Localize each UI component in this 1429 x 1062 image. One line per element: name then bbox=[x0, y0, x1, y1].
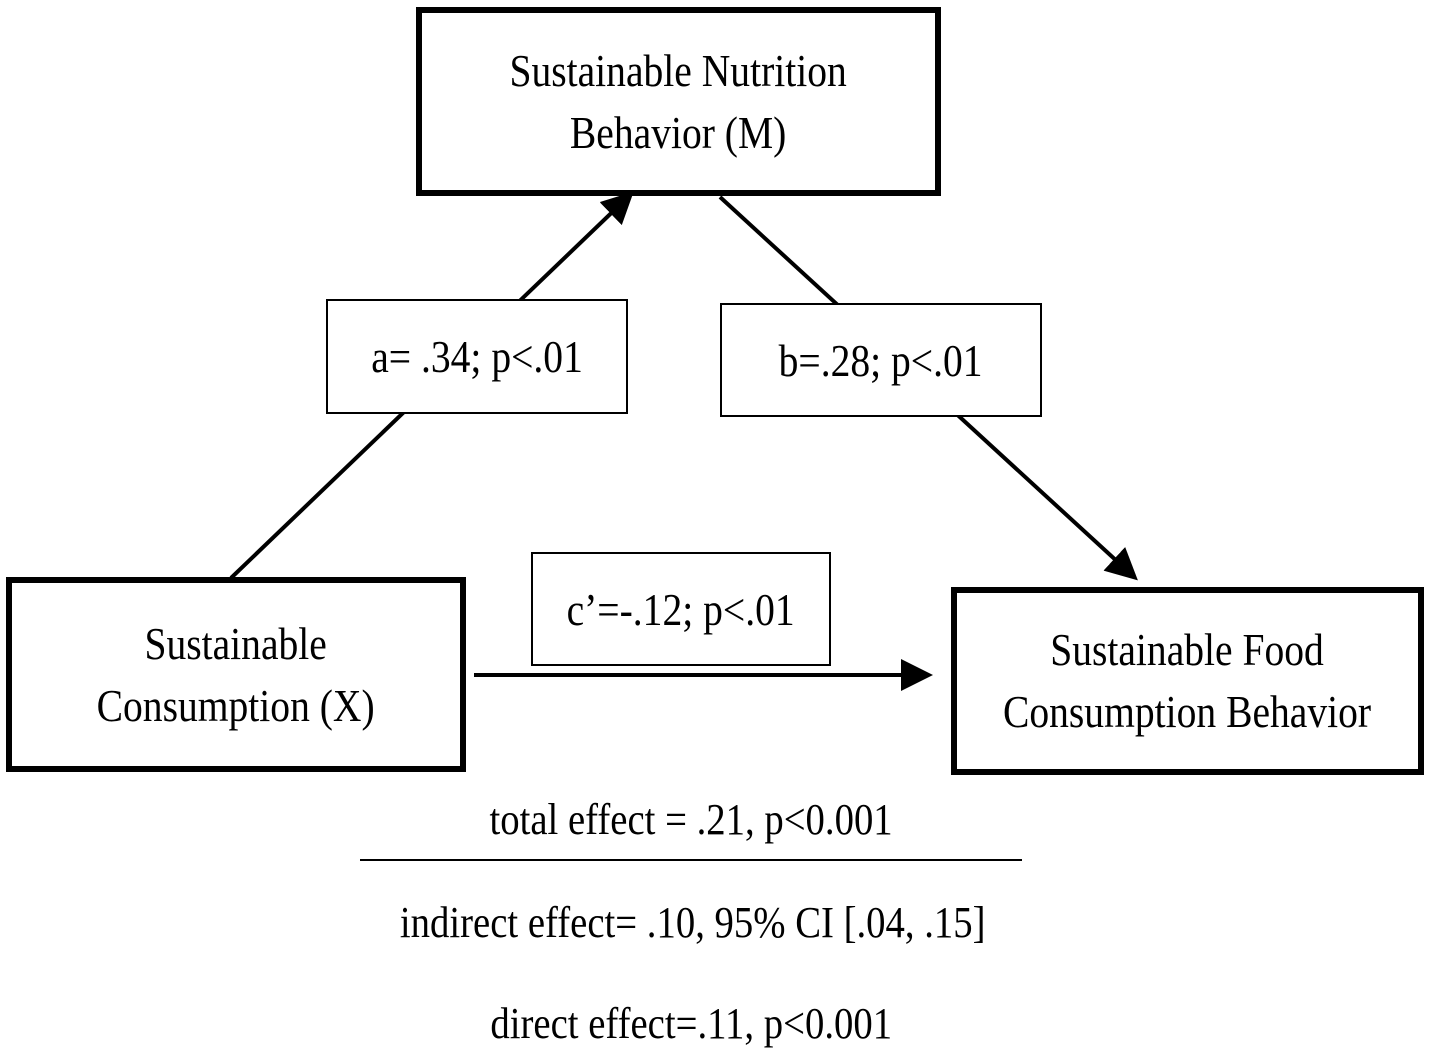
outcome-node-label-line1: Sustainable Food bbox=[1050, 624, 1325, 675]
predictor-node-label-line1: Sustainable bbox=[144, 617, 328, 669]
mediator-node-label: Sustainable Nutrition Behavior (M) bbox=[510, 40, 847, 164]
indirect-effect-text: indirect effect= .10, 95% CI [.04, .15] bbox=[360, 898, 1022, 948]
outcome-node-label-line2: Consumption Behavior bbox=[1003, 686, 1372, 737]
direct-effect-text: direct effect=.11, p<0.001 bbox=[360, 999, 1022, 1049]
total-effect-value: total effect = .21, p<0.001 bbox=[489, 795, 893, 844]
mediator-node-label-line2: Behavior (M) bbox=[570, 106, 787, 158]
total-effect-text: total effect = .21, p<0.001 bbox=[360, 795, 1022, 845]
outcome-node-label: Sustainable Food Consumption Behavior bbox=[1003, 619, 1371, 743]
mediator-node: Sustainable Nutrition Behavior (M) bbox=[416, 7, 941, 196]
predictor-node-label: Sustainable Consumption (X) bbox=[97, 613, 375, 737]
outcome-node: Sustainable Food Consumption Behavior bbox=[951, 587, 1424, 775]
path-c-prime-label-text: c’=-.12; p<.01 bbox=[566, 583, 796, 635]
path-b-label: b=.28; p<.01 bbox=[720, 303, 1042, 417]
predictor-node-label-line2: Consumption (X) bbox=[96, 679, 376, 731]
path-c-prime-label: c’=-.12; p<.01 bbox=[531, 552, 831, 666]
indirect-effect-value: indirect effect= .10, 95% CI [.04, .15] bbox=[399, 898, 986, 947]
path-b-label-text: b=.28; p<.01 bbox=[779, 334, 983, 386]
direct-effect-value: direct effect=.11, p<0.001 bbox=[490, 999, 892, 1048]
path-a-label-text: a= .34; p<.01 bbox=[371, 331, 583, 382]
mediator-node-label-line1: Sustainable Nutrition bbox=[509, 44, 848, 96]
effects-divider bbox=[360, 859, 1022, 861]
path-a-label: a= .34; p<.01 bbox=[326, 299, 628, 414]
predictor-node: Sustainable Consumption (X) bbox=[6, 577, 466, 772]
